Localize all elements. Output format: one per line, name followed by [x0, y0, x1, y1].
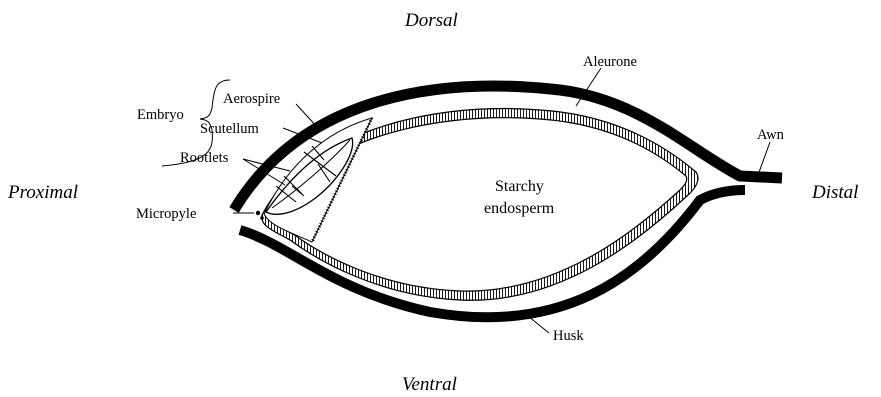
endosperm-label: endosperm	[484, 200, 555, 217]
aerospire-label: Aerospire	[223, 91, 280, 107]
starchy-label: Starchy	[495, 178, 544, 195]
aerospire-leader	[296, 104, 318, 128]
micropyle-label: Micropyle	[136, 206, 196, 222]
proximal-label: Proximal	[7, 182, 78, 203]
scutellum-label: Scutellum	[200, 121, 260, 137]
rootlets-label: Rootlets	[180, 150, 229, 166]
awn-leader	[758, 142, 770, 175]
micropyle-dot-2	[260, 216, 264, 220]
embryo-label: Embryo	[137, 107, 184, 123]
dorsal-label: Dorsal	[404, 10, 458, 31]
micropyle-dot-1	[256, 211, 260, 215]
ventral-label: Ventral	[402, 374, 457, 395]
aleurone-label: Aleurone	[583, 54, 637, 70]
awn-label: Awn	[757, 127, 785, 143]
husk-label: Husk	[553, 328, 584, 344]
distal-label: Distal	[811, 182, 858, 203]
